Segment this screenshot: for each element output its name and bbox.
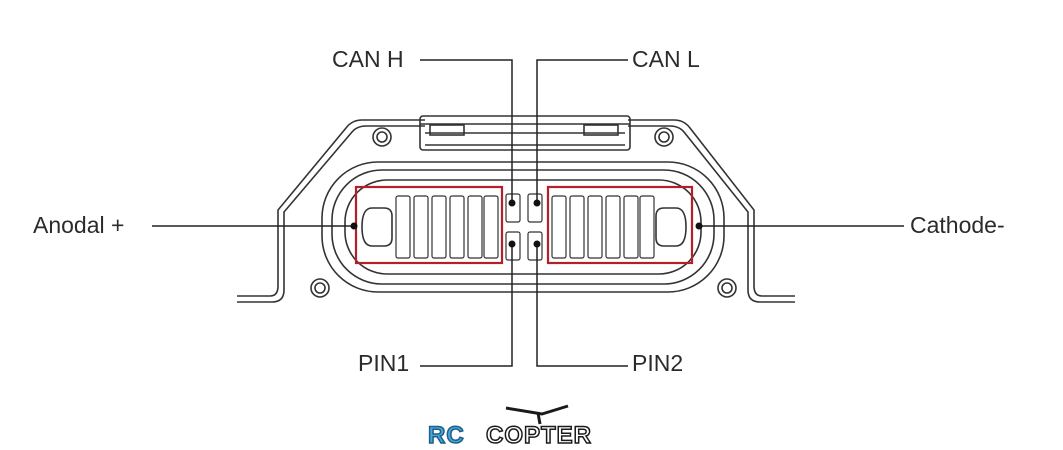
signal-pin-slot — [505, 231, 521, 261]
label-pin1: PIN1 — [358, 350, 410, 376]
pin-slot — [551, 195, 567, 259]
screw-hole — [376, 131, 388, 143]
pin-slot — [623, 195, 639, 259]
screw-hole — [721, 282, 733, 294]
cathode-highlight-box — [546, 185, 694, 265]
pin-slot — [467, 195, 483, 259]
leader-pin2 — [536, 244, 628, 367]
signal-pin-slot — [527, 193, 543, 223]
connector-icon — [237, 115, 795, 303]
latch — [419, 115, 631, 151]
label-can-l: CAN L — [632, 46, 700, 72]
signal-pins — [505, 193, 543, 261]
pin-slot — [569, 195, 585, 259]
connector-shell-inner — [344, 179, 702, 275]
screw-hole — [314, 282, 326, 294]
housing-outline-left-inner — [237, 125, 425, 303]
logo-rc-text: RC — [427, 422, 465, 449]
dot-can-h — [508, 199, 516, 207]
label-can-h: CAN H — [332, 46, 404, 72]
dot-cathode — [695, 222, 703, 230]
signal-pin-slot — [527, 231, 543, 261]
connector-shell-outer — [321, 161, 725, 293]
dot-anodal — [350, 222, 358, 230]
screw-hole — [372, 127, 392, 147]
screw-hole — [658, 131, 670, 143]
label-cathode: Cathode- — [910, 212, 1005, 238]
signal-pin-slot — [505, 193, 521, 223]
leader-can-h — [420, 59, 513, 203]
cathode-terminal — [655, 207, 687, 247]
pin-slot — [431, 195, 447, 259]
latch-tab-left — [429, 124, 465, 136]
pin-slot — [587, 195, 603, 259]
housing-outline-right-inner — [628, 125, 795, 303]
screw-hole — [717, 278, 737, 298]
dot-pin1 — [508, 240, 516, 248]
pin-slot — [413, 195, 429, 259]
anodal-terminal — [361, 207, 393, 247]
pin-slot — [395, 195, 411, 259]
rc-copter-logo: RC COPTER — [427, 402, 648, 449]
pin-slot — [483, 195, 499, 259]
pin-slot — [639, 195, 655, 259]
leader-dots — [350, 199, 703, 248]
screw-hole — [654, 127, 674, 147]
dot-pin2 — [533, 240, 541, 248]
logo-copter-text: COPTER — [485, 422, 593, 449]
housing-outline-right — [628, 119, 795, 297]
left-pin-block — [395, 195, 499, 259]
latch-tab-right — [583, 124, 619, 136]
rotor-icon — [505, 404, 569, 425]
label-anodal: Anodal + — [33, 212, 125, 238]
leader-lines — [152, 59, 904, 367]
dot-can-l — [533, 199, 541, 207]
housing-outline-left — [237, 119, 425, 297]
leader-can-l — [536, 59, 628, 203]
label-pin2: PIN2 — [632, 350, 684, 376]
right-pin-block — [551, 195, 655, 259]
connector-shell-mid — [331, 169, 715, 285]
anodal-highlight-box — [354, 185, 504, 265]
pin-slot — [449, 195, 465, 259]
screw-hole — [310, 278, 330, 298]
leader-pin1 — [420, 244, 513, 367]
pin-slot — [605, 195, 621, 259]
